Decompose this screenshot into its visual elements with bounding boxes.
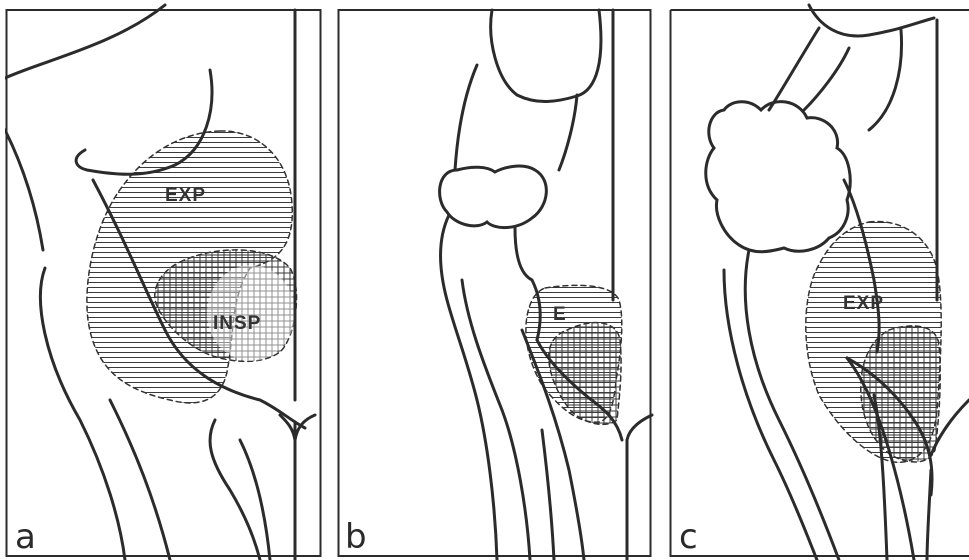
- joint-knob: [706, 102, 850, 252]
- panel-b-frame: [339, 10, 651, 556]
- panel-c: EXP c: [669, 0, 969, 560]
- panel-c-label: c: [679, 520, 698, 554]
- e-crosshatch-region: [549, 323, 621, 425]
- exp-label: EXP: [165, 186, 206, 205]
- panel-b: E b: [337, 0, 655, 560]
- panel-c-drawing: [669, 0, 969, 560]
- panel-a-label: a: [15, 520, 36, 554]
- e-label: E: [553, 305, 567, 324]
- joint-knob: [440, 166, 547, 228]
- exp-label: EXP: [843, 294, 884, 313]
- panel-b-drawing: [337, 0, 655, 560]
- panel-a-drawing: [5, 0, 323, 560]
- panel-b-label: b: [345, 520, 367, 554]
- insp-label: INSP: [213, 314, 261, 333]
- panel-a: EXP INSP a: [5, 0, 323, 560]
